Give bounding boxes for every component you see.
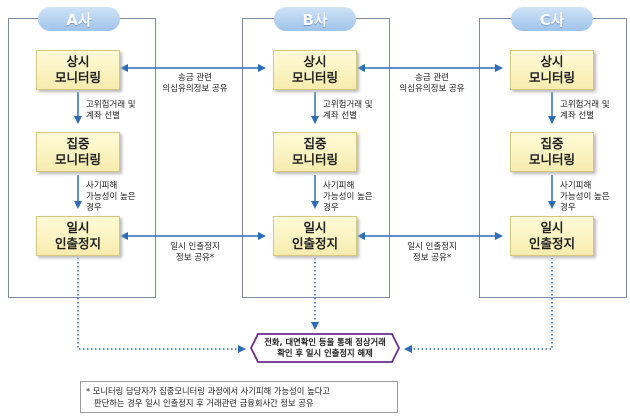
- label-line: 가능성이 높은: [323, 192, 373, 202]
- label-line: 일시 인출정지: [407, 242, 457, 252]
- node-line: 모니터링: [291, 152, 338, 167]
- node-line: 집중: [66, 136, 90, 151]
- a-high-risk-label: 고위험거래 및 계좌 선별: [86, 100, 136, 122]
- label-line: 고위험거래 및: [560, 100, 610, 110]
- bc-share-suspicious-label: 송금 관련 의심유의정보 공유: [382, 73, 482, 95]
- label-line: 의심유의정보 공유: [399, 84, 465, 94]
- label-line: 고위험거래 및: [323, 100, 373, 110]
- label-line: 가능성이 높은: [560, 192, 610, 202]
- node-line: 집중: [540, 136, 564, 151]
- a-fraud-likely-label: 사기피해 가능성이 높은 경우: [86, 181, 136, 214]
- node-line: 일시: [66, 220, 90, 235]
- dotted-c-to-release: [404, 258, 553, 353]
- c-suspend-node: 일시 인출정지: [510, 216, 594, 256]
- label-line: 경우: [560, 203, 576, 213]
- bc-share-suspend-label: 일시 인출정지 정보 공유*: [387, 242, 477, 264]
- dotted-a-to-release: [77, 258, 246, 353]
- company-b-tab: B사: [274, 7, 356, 31]
- c-regular-monitoring-node: 상시 모니터링: [510, 50, 594, 90]
- label-line: 사기피해: [560, 181, 592, 191]
- label-line: 정보 공유*: [412, 253, 452, 263]
- b-high-risk-label: 고위험거래 및 계좌 선별: [323, 100, 373, 122]
- b-suspend-node: 일시 인출정지: [273, 216, 357, 256]
- company-a-tab: A사: [38, 7, 120, 31]
- node-line: 일시: [303, 220, 327, 235]
- b-focused-monitoring-node: 집중 모니터링: [273, 132, 357, 172]
- node-line: 모니터링: [54, 152, 101, 167]
- hexagon-shape: [250, 333, 400, 363]
- label-line: 계좌 선별: [560, 111, 594, 121]
- ab-share-suspend-label: 일시 인출정지 정보 공유*: [150, 242, 240, 264]
- node-line: 상시: [303, 54, 327, 69]
- node-line: 상시: [66, 54, 90, 69]
- footnote-box: * 모니터링 담당자가 집중모니터링 과정에서 사기피해 가능성이 높다고 판단…: [80, 381, 398, 413]
- ab-share-suspicious-label: 송금 관련 의심유의정보 공유: [145, 73, 245, 95]
- b-fraud-likely-label: 사기피해 가능성이 높은 경우: [323, 181, 373, 214]
- label-line: 경우: [86, 203, 102, 213]
- a-focused-monitoring-node: 집중 모니터링: [36, 132, 120, 172]
- node-line: 모니터링: [291, 70, 338, 85]
- c-high-risk-label: 고위험거래 및 계좌 선별: [560, 100, 610, 122]
- node-line: 모니터링: [54, 70, 101, 85]
- node-line: 인출정지: [291, 236, 338, 251]
- footnote-line: * 모니터링 담당자가 집중모니터링 과정에서 사기피해 가능성이 높다고: [86, 386, 330, 396]
- label-line: 의심유의정보 공유: [162, 84, 228, 94]
- company-c-tab: C사: [511, 7, 593, 31]
- label-line: 계좌 선별: [86, 111, 120, 121]
- release-line: 확인 후 일시 인출정지 해제: [277, 348, 373, 358]
- node-line: 상시: [540, 54, 564, 69]
- footnote-line: 판단하는 경우 일시 인출정지 후 거래관련 금융회사간 정보 공유: [94, 398, 314, 408]
- release-hexagon: 전화, 대면확인 등을 통해 정상거래 확인 후 일시 인출정지 해제: [250, 333, 400, 363]
- node-line: 인출정지: [528, 236, 575, 251]
- node-line: 모니터링: [528, 70, 575, 85]
- node-line: 일시: [540, 220, 564, 235]
- b-regular-monitoring-node: 상시 모니터링: [273, 50, 357, 90]
- label-line: 경우: [323, 203, 339, 213]
- node-line: 인출정지: [54, 236, 101, 251]
- label-line: 송금 관련: [415, 73, 449, 83]
- a-suspend-node: 일시 인출정지: [36, 216, 120, 256]
- node-line: 집중: [303, 136, 327, 151]
- label-line: 송금 관련: [178, 73, 212, 83]
- label-line: 계좌 선별: [323, 111, 357, 121]
- label-line: 정보 공유*: [175, 253, 215, 263]
- label-line: 가능성이 높은: [86, 192, 136, 202]
- c-fraud-likely-label: 사기피해 가능성이 높은 경우: [560, 181, 610, 214]
- label-line: 고위험거래 및: [86, 100, 136, 110]
- label-line: 사기피해: [86, 181, 118, 191]
- c-focused-monitoring-node: 집중 모니터링: [510, 132, 594, 172]
- release-line: 전화, 대면확인 등을 통해 정상거래: [264, 337, 386, 347]
- label-line: 사기피해: [323, 181, 355, 191]
- release-text: 전화, 대면확인 등을 통해 정상거래 확인 후 일시 인출정지 해제: [250, 333, 400, 363]
- label-line: 일시 인출정지: [170, 242, 220, 252]
- node-line: 모니터링: [528, 152, 575, 167]
- a-regular-monitoring-node: 상시 모니터링: [36, 50, 120, 90]
